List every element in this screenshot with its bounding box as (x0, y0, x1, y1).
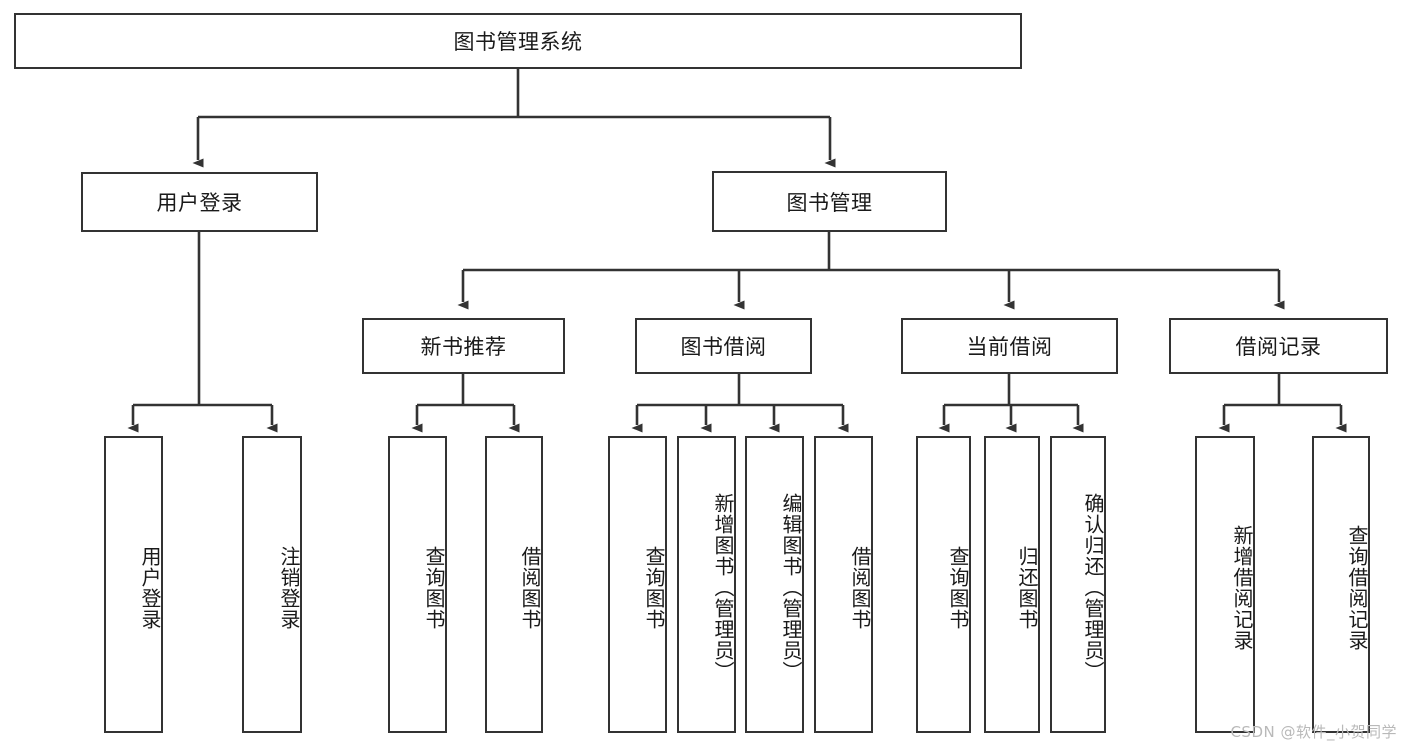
node-label: 当前借阅 (966, 335, 1053, 359)
leaf-current-borrow-query-book[interactable]: 查询图书 (916, 436, 971, 733)
node-label: 图书管理系统 (453, 30, 583, 54)
leaf-user-login-logout[interactable]: 注销登录 (242, 436, 302, 733)
node-book-borrow[interactable]: 图书借阅 (635, 318, 812, 374)
node-label: 查询图书 (642, 545, 666, 630)
node-label: 图书管理 (786, 190, 873, 215)
node-label: 新增借阅记录 (1230, 524, 1254, 651)
leaf-new-book-borrow-book[interactable]: 借阅图书 (485, 436, 543, 733)
node-label: 图书借阅 (680, 335, 767, 359)
node-borrow-record[interactable]: 借阅记录 (1169, 318, 1388, 374)
node-label: 新书推荐 (420, 335, 507, 359)
leaf-current-borrow-return-book[interactable]: 归还图书 (984, 436, 1040, 733)
leaf-book-borrow-query-book[interactable]: 查询图书 (608, 436, 667, 733)
node-label: 借阅记录 (1235, 335, 1322, 359)
node-label: 确认归还（管理员） (1081, 493, 1105, 682)
leaf-new-book-query-book[interactable]: 查询图书 (388, 436, 447, 733)
leaf-user-login-login[interactable]: 用户登录 (104, 436, 163, 733)
leaf-borrow-record-add-record[interactable]: 新增借阅记录 (1195, 436, 1255, 733)
node-label: 注销登录 (277, 545, 301, 630)
node-label: 用户登录 (156, 191, 243, 215)
leaf-borrow-record-query-record[interactable]: 查询借阅记录 (1312, 436, 1370, 733)
node-root-book-management-system[interactable]: 图书管理系统 (14, 13, 1022, 69)
node-label: 查询图书 (422, 545, 446, 630)
node-label: 查询图书 (946, 545, 970, 630)
node-label: 借阅图书 (848, 545, 872, 630)
node-label: 查询借阅记录 (1345, 524, 1369, 651)
leaf-book-borrow-add-book-admin[interactable]: 新增图书（管理员） (677, 436, 736, 733)
node-user-login[interactable]: 用户登录 (81, 172, 318, 232)
node-book-management[interactable]: 图书管理 (712, 171, 947, 232)
node-label: 新增图书（管理员） (711, 493, 735, 682)
leaf-current-borrow-confirm-return-admin[interactable]: 确认归还（管理员） (1050, 436, 1106, 733)
node-new-book-recommend[interactable]: 新书推荐 (362, 318, 565, 374)
node-label: 借阅图书 (518, 545, 542, 630)
node-label: 用户登录 (138, 545, 162, 630)
node-current-borrow[interactable]: 当前借阅 (901, 318, 1118, 374)
csdn-watermark: CSDN @软件_小贺同学 (1230, 723, 1397, 741)
leaf-book-borrow-edit-book-admin[interactable]: 编辑图书（管理员） (745, 436, 804, 733)
node-label: 归还图书 (1015, 545, 1039, 630)
node-label: 编辑图书（管理员） (779, 493, 803, 682)
leaf-book-borrow-borrow-book[interactable]: 借阅图书 (814, 436, 873, 733)
